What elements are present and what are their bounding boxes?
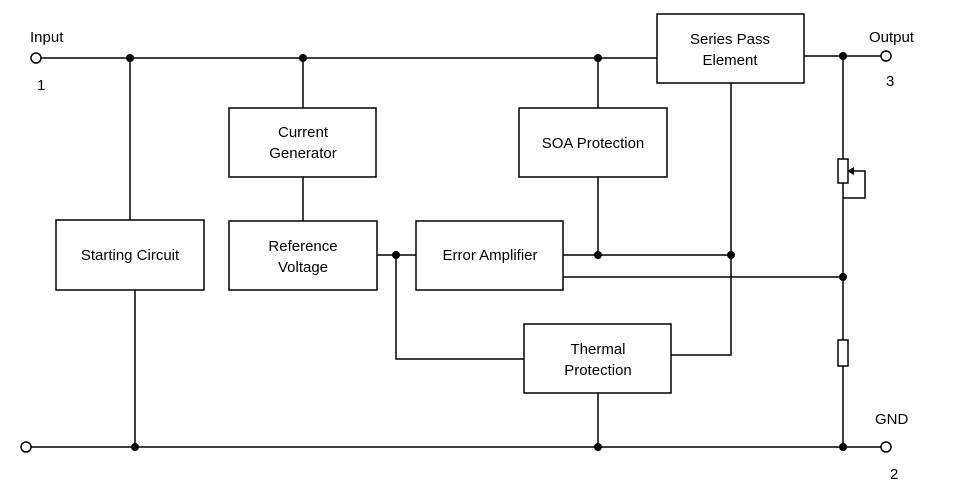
- thermal-protection-box: [523, 323, 672, 394]
- gnd-label: GND: [875, 411, 909, 428]
- junction-dot: [839, 443, 847, 451]
- series-pass-label-line2: Element: [702, 52, 758, 69]
- junction-dot: [839, 52, 847, 60]
- current-generator-label-line1: Current: [278, 124, 329, 141]
- junctions: [126, 52, 847, 451]
- current-generator-label-line2: Generator: [269, 145, 337, 162]
- reference-voltage-label-line2: Voltage: [278, 259, 328, 276]
- block-series-pass-element: Series Pass Element: [656, 13, 805, 84]
- error-amplifier-label: Error Amplifier: [442, 247, 537, 264]
- block-reference-voltage: Reference Voltage: [228, 220, 378, 291]
- thermal-protection-label-line2: Protection: [564, 362, 632, 379]
- reference-voltage-box: [228, 220, 378, 291]
- input-pin-number: 1: [37, 77, 45, 94]
- reference-voltage-label-line1: Reference: [268, 238, 337, 255]
- block-current-generator: Current Generator: [228, 107, 377, 178]
- thermal-protection-label-line1: Thermal: [570, 341, 625, 358]
- block-error-amplifier: Error Amplifier: [415, 220, 564, 291]
- pot-wiper-arrow: [847, 167, 854, 175]
- output-pin-number: 3: [886, 73, 894, 90]
- input-label: Input: [30, 29, 64, 46]
- junction-dot: [727, 251, 735, 259]
- junction-dot: [131, 443, 139, 451]
- divider-resistor: [837, 339, 849, 367]
- junction-dot: [594, 54, 602, 62]
- junction-dot: [594, 251, 602, 259]
- junction-dot: [299, 54, 307, 62]
- block-soa-protection: SOA Protection: [518, 107, 668, 178]
- starting-circuit-box: [55, 219, 205, 291]
- starting-circuit-label: Starting Circuit: [81, 247, 180, 264]
- wire-ref-thermal: [395, 255, 524, 360]
- gnd-terminal: [880, 441, 892, 453]
- current-generator-box: [228, 107, 377, 178]
- block-thermal-protection: Thermal Protection: [523, 323, 672, 394]
- block-starting-circuit: Starting Circuit: [55, 219, 205, 291]
- output-terminal: [880, 50, 892, 62]
- junction-dot: [594, 443, 602, 451]
- junction-dot: [126, 54, 134, 62]
- wire-pot-wiper: [843, 170, 866, 199]
- trim-resistor: [837, 158, 849, 184]
- series-pass-label-line1: Series Pass: [690, 31, 770, 48]
- gnd-pin-number: 2: [890, 466, 898, 483]
- wire-pass-drive: [671, 83, 732, 356]
- wires: [31, 55, 881, 448]
- soa-protection-label: SOA Protection: [542, 135, 645, 152]
- input-terminal: [30, 52, 42, 64]
- series-pass-box: [656, 13, 805, 84]
- ground-left-terminal: [20, 441, 32, 453]
- junction-dot: [839, 273, 847, 281]
- soa-protection-box: [518, 107, 668, 178]
- error-amplifier-box: [415, 220, 564, 291]
- junction-dot: [392, 251, 400, 259]
- output-label: Output: [869, 29, 915, 46]
